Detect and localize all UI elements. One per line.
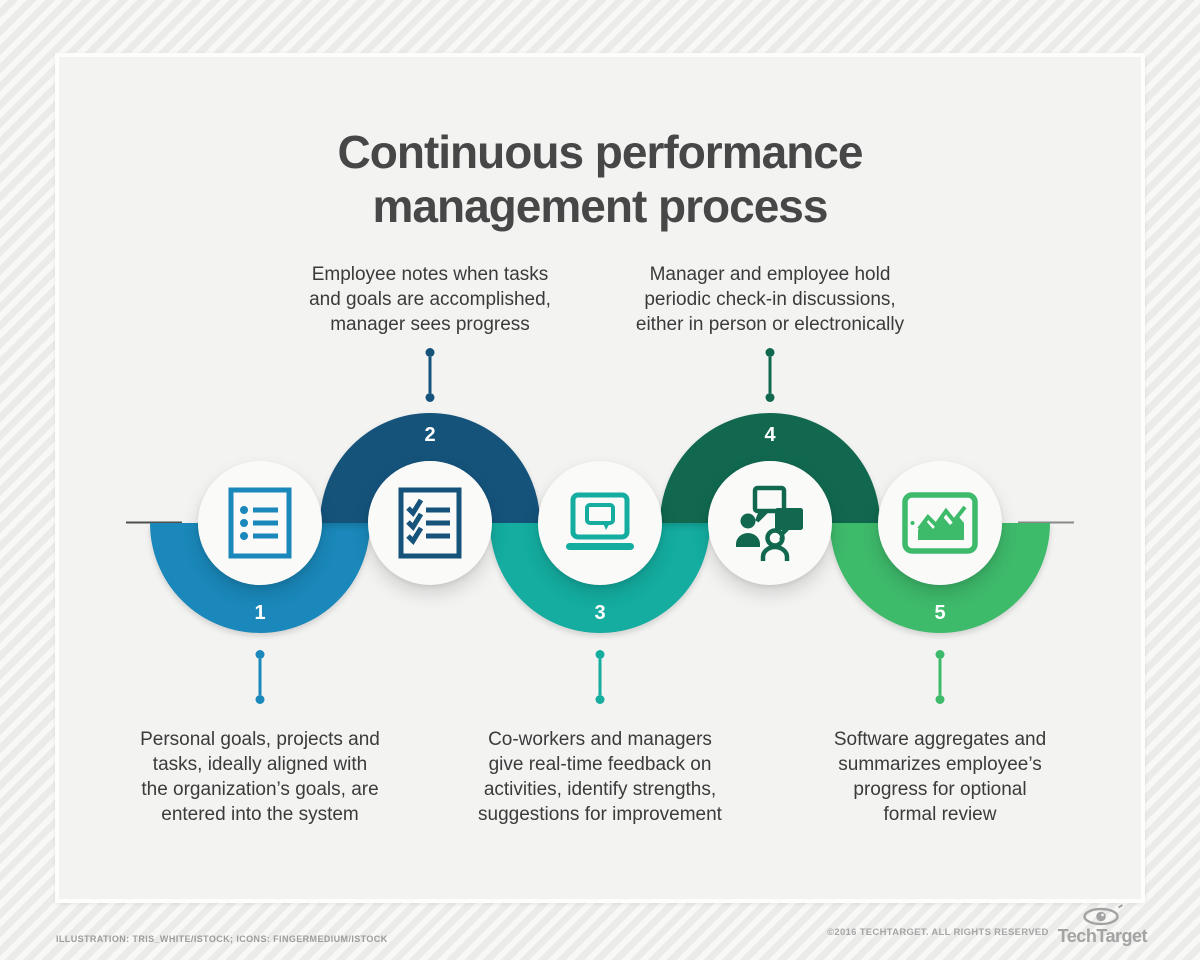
connector-dot: [935, 650, 945, 659]
connector-dot: [425, 393, 435, 402]
step-2-number: 2: [424, 424, 436, 446]
connector-dot: [935, 695, 945, 704]
step-3-description: Co-workers and managers give real-time f…: [478, 729, 722, 825]
step-2-description: Employee notes when tasks and goals are …: [309, 264, 551, 335]
copyright-text: ©2016 TECHTARGET. ALL RIGHTS RESERVED: [827, 927, 1049, 938]
page-title: Continuous performance management proces…: [337, 125, 864, 232]
brand-name: TechTarget: [1057, 926, 1148, 946]
checklist-document-icon: [398, 487, 462, 559]
bulleted-list-document-icon: [228, 487, 292, 559]
step-2-circle: [368, 461, 492, 585]
connector-line: [938, 659, 942, 695]
connector-dot: [255, 695, 265, 704]
step-3-circle: [538, 461, 662, 585]
connector-dot: [765, 348, 775, 357]
connector-line: [428, 357, 432, 393]
footer-right: ©2016 TECHTARGET. ALL RIGHTS RESERVED Te…: [827, 903, 1148, 946]
step-5-description: Software aggregates and summarizes emplo…: [833, 729, 1047, 825]
discussion-people-icon: [736, 485, 803, 561]
step-1-description: Personal goals, projects and tasks, idea…: [140, 729, 380, 825]
step-4-connector: [765, 348, 775, 402]
step-1-connector: [255, 650, 265, 704]
techtarget-logo: TechTarget: [1057, 903, 1148, 946]
connector-line: [258, 659, 262, 695]
connector-line: [768, 357, 772, 393]
step-5-number: 5: [934, 602, 946, 624]
illustration-credits: ILLUSTRATION: TRIS_WHITE/ISTOCK; ICONS: …: [56, 934, 388, 944]
step-1-circle: [198, 461, 322, 585]
step-4-circle: [708, 461, 832, 585]
step-3-connector: [595, 650, 605, 704]
step-2-connector: [425, 348, 435, 402]
connector-dot: [255, 650, 265, 659]
connector-dot: [595, 650, 605, 659]
laptop-chat-icon: [566, 492, 634, 550]
step-4-description: Manager and employee hold periodic check…: [635, 264, 905, 335]
connector-dot: [765, 393, 775, 402]
tablet-chart-icon: [902, 492, 978, 554]
connector-dot: [595, 695, 605, 704]
step-3-number: 3: [594, 602, 606, 624]
step-5-connector: [935, 650, 945, 704]
connector-line: [598, 659, 602, 695]
connector-dot: [425, 348, 435, 357]
step-1-number: 1: [254, 602, 266, 624]
step-4-number: 4: [764, 424, 776, 446]
step-5-circle: [878, 461, 1002, 585]
eye-icon: [1083, 904, 1124, 926]
